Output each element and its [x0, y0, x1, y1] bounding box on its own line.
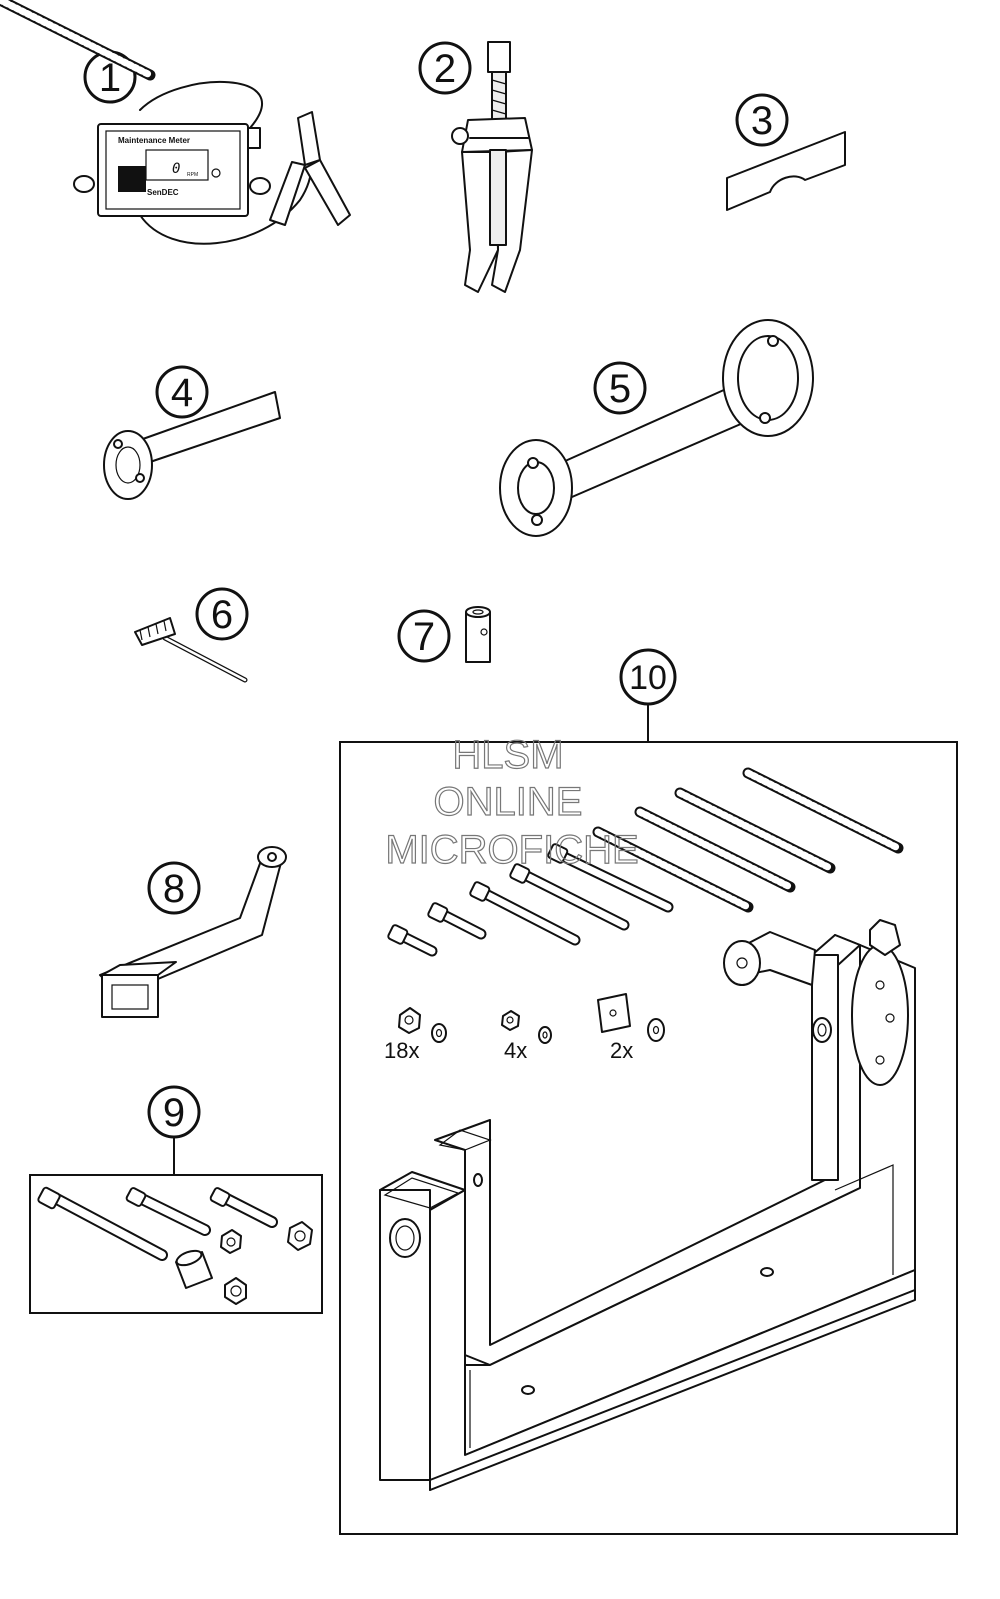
qty-nut-small: 4x: [504, 1038, 527, 1063]
watermark-line-3: MICROFICHE: [385, 828, 638, 872]
alligator-clip-icon: [269, 111, 351, 226]
watermark-line-1: HLSM: [452, 733, 563, 777]
svg-text:8: 8: [163, 867, 185, 911]
callout-9: 9: [147, 1085, 201, 1176]
part-3-gauge-plate: [726, 131, 846, 211]
callout-10: 10: [619, 648, 677, 743]
mount-ear-left: [73, 175, 95, 193]
part-10-bolts: [387, 843, 674, 957]
svg-text:5: 5: [609, 367, 631, 411]
part-9-kit-box: [29, 1174, 323, 1314]
svg-text:2: 2: [434, 47, 456, 91]
watermark-line-2: ONLINE: [434, 780, 583, 824]
callout-5: 5: [593, 361, 647, 415]
meter-unit: RPM: [187, 172, 198, 178]
meter-title: Maintenance Meter: [118, 136, 190, 145]
svg-text:4: 4: [171, 371, 193, 415]
svg-text:9: 9: [163, 1091, 185, 1135]
svg-text:3: 3: [751, 99, 773, 143]
part-6-pick-tool: [134, 617, 248, 683]
callout-3: 3: [735, 93, 789, 147]
qty-nut-large: 18x: [384, 1038, 419, 1063]
part-10-threaded-rods: [0, 0, 898, 907]
callout-6: 6: [195, 587, 249, 641]
part-1-maintenance-meter: Maintenance Meter 0 RPM SenDEC: [73, 80, 351, 245]
meter-display-band: [118, 166, 146, 192]
qty-plate: 2x: [610, 1038, 633, 1063]
mount-ear-right: [249, 177, 271, 195]
part-10-hardware: 18x 4x 2x: [384, 993, 665, 1063]
svg-text:1: 1: [99, 56, 121, 100]
part-2-bearing-puller: [451, 41, 533, 293]
watermark: HLSM ONLINE MICROFICHE: [385, 732, 640, 872]
part-5-hook-wrench: [499, 319, 814, 537]
part-10-kit-box: [339, 741, 958, 1535]
meter-lcd: [145, 149, 209, 181]
callout-8: 8: [147, 861, 201, 915]
part-9-bolt-kit: [37, 1186, 313, 1305]
part-4-pin-wrench: [103, 391, 281, 500]
callout-2: 2: [418, 41, 472, 95]
part-8-socket-wrench: [99, 846, 287, 1018]
svg-text:10: 10: [629, 659, 667, 697]
meter-reset-button-icon: [211, 168, 221, 178]
svg-text:6: 6: [211, 593, 233, 637]
meter-value: 0: [172, 161, 180, 177]
callout-4: 4: [155, 365, 209, 419]
callout-7: 7: [397, 609, 451, 663]
svg-text:7: 7: [413, 615, 435, 659]
part-10-stand-frame: [379, 919, 916, 1491]
meter-brand: SenDEC: [147, 188, 179, 197]
part-7-sleeve: [465, 606, 491, 663]
meter-housing: [97, 123, 249, 217]
